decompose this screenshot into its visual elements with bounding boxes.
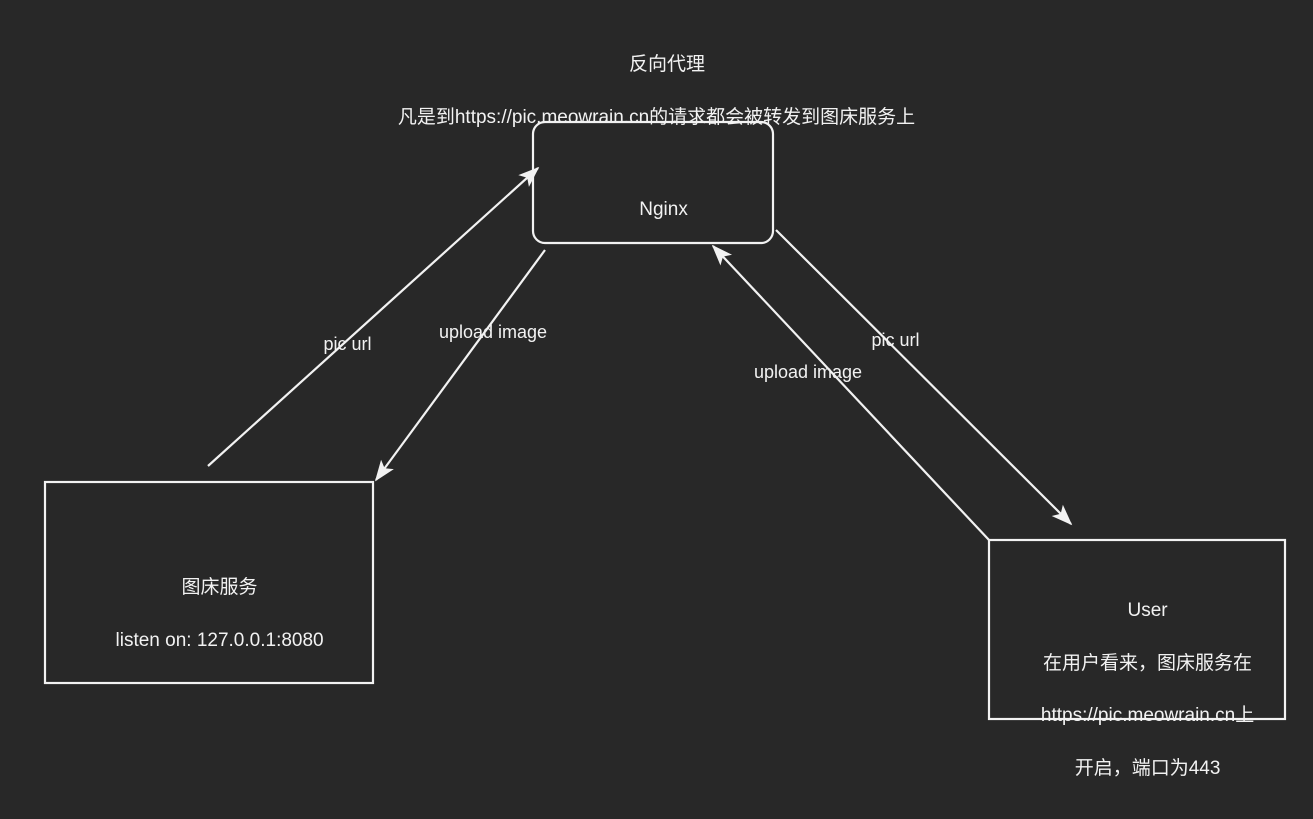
node-nginx-box bbox=[531, 120, 775, 245]
node-user-box bbox=[987, 538, 1287, 721]
edge-upload-image-right bbox=[711, 244, 990, 541]
edge-pic-url-right bbox=[775, 229, 1073, 526]
node-image-service-box bbox=[43, 480, 375, 685]
edge-pic-url-left bbox=[207, 166, 540, 467]
edge-upload-image-left bbox=[374, 249, 546, 482]
